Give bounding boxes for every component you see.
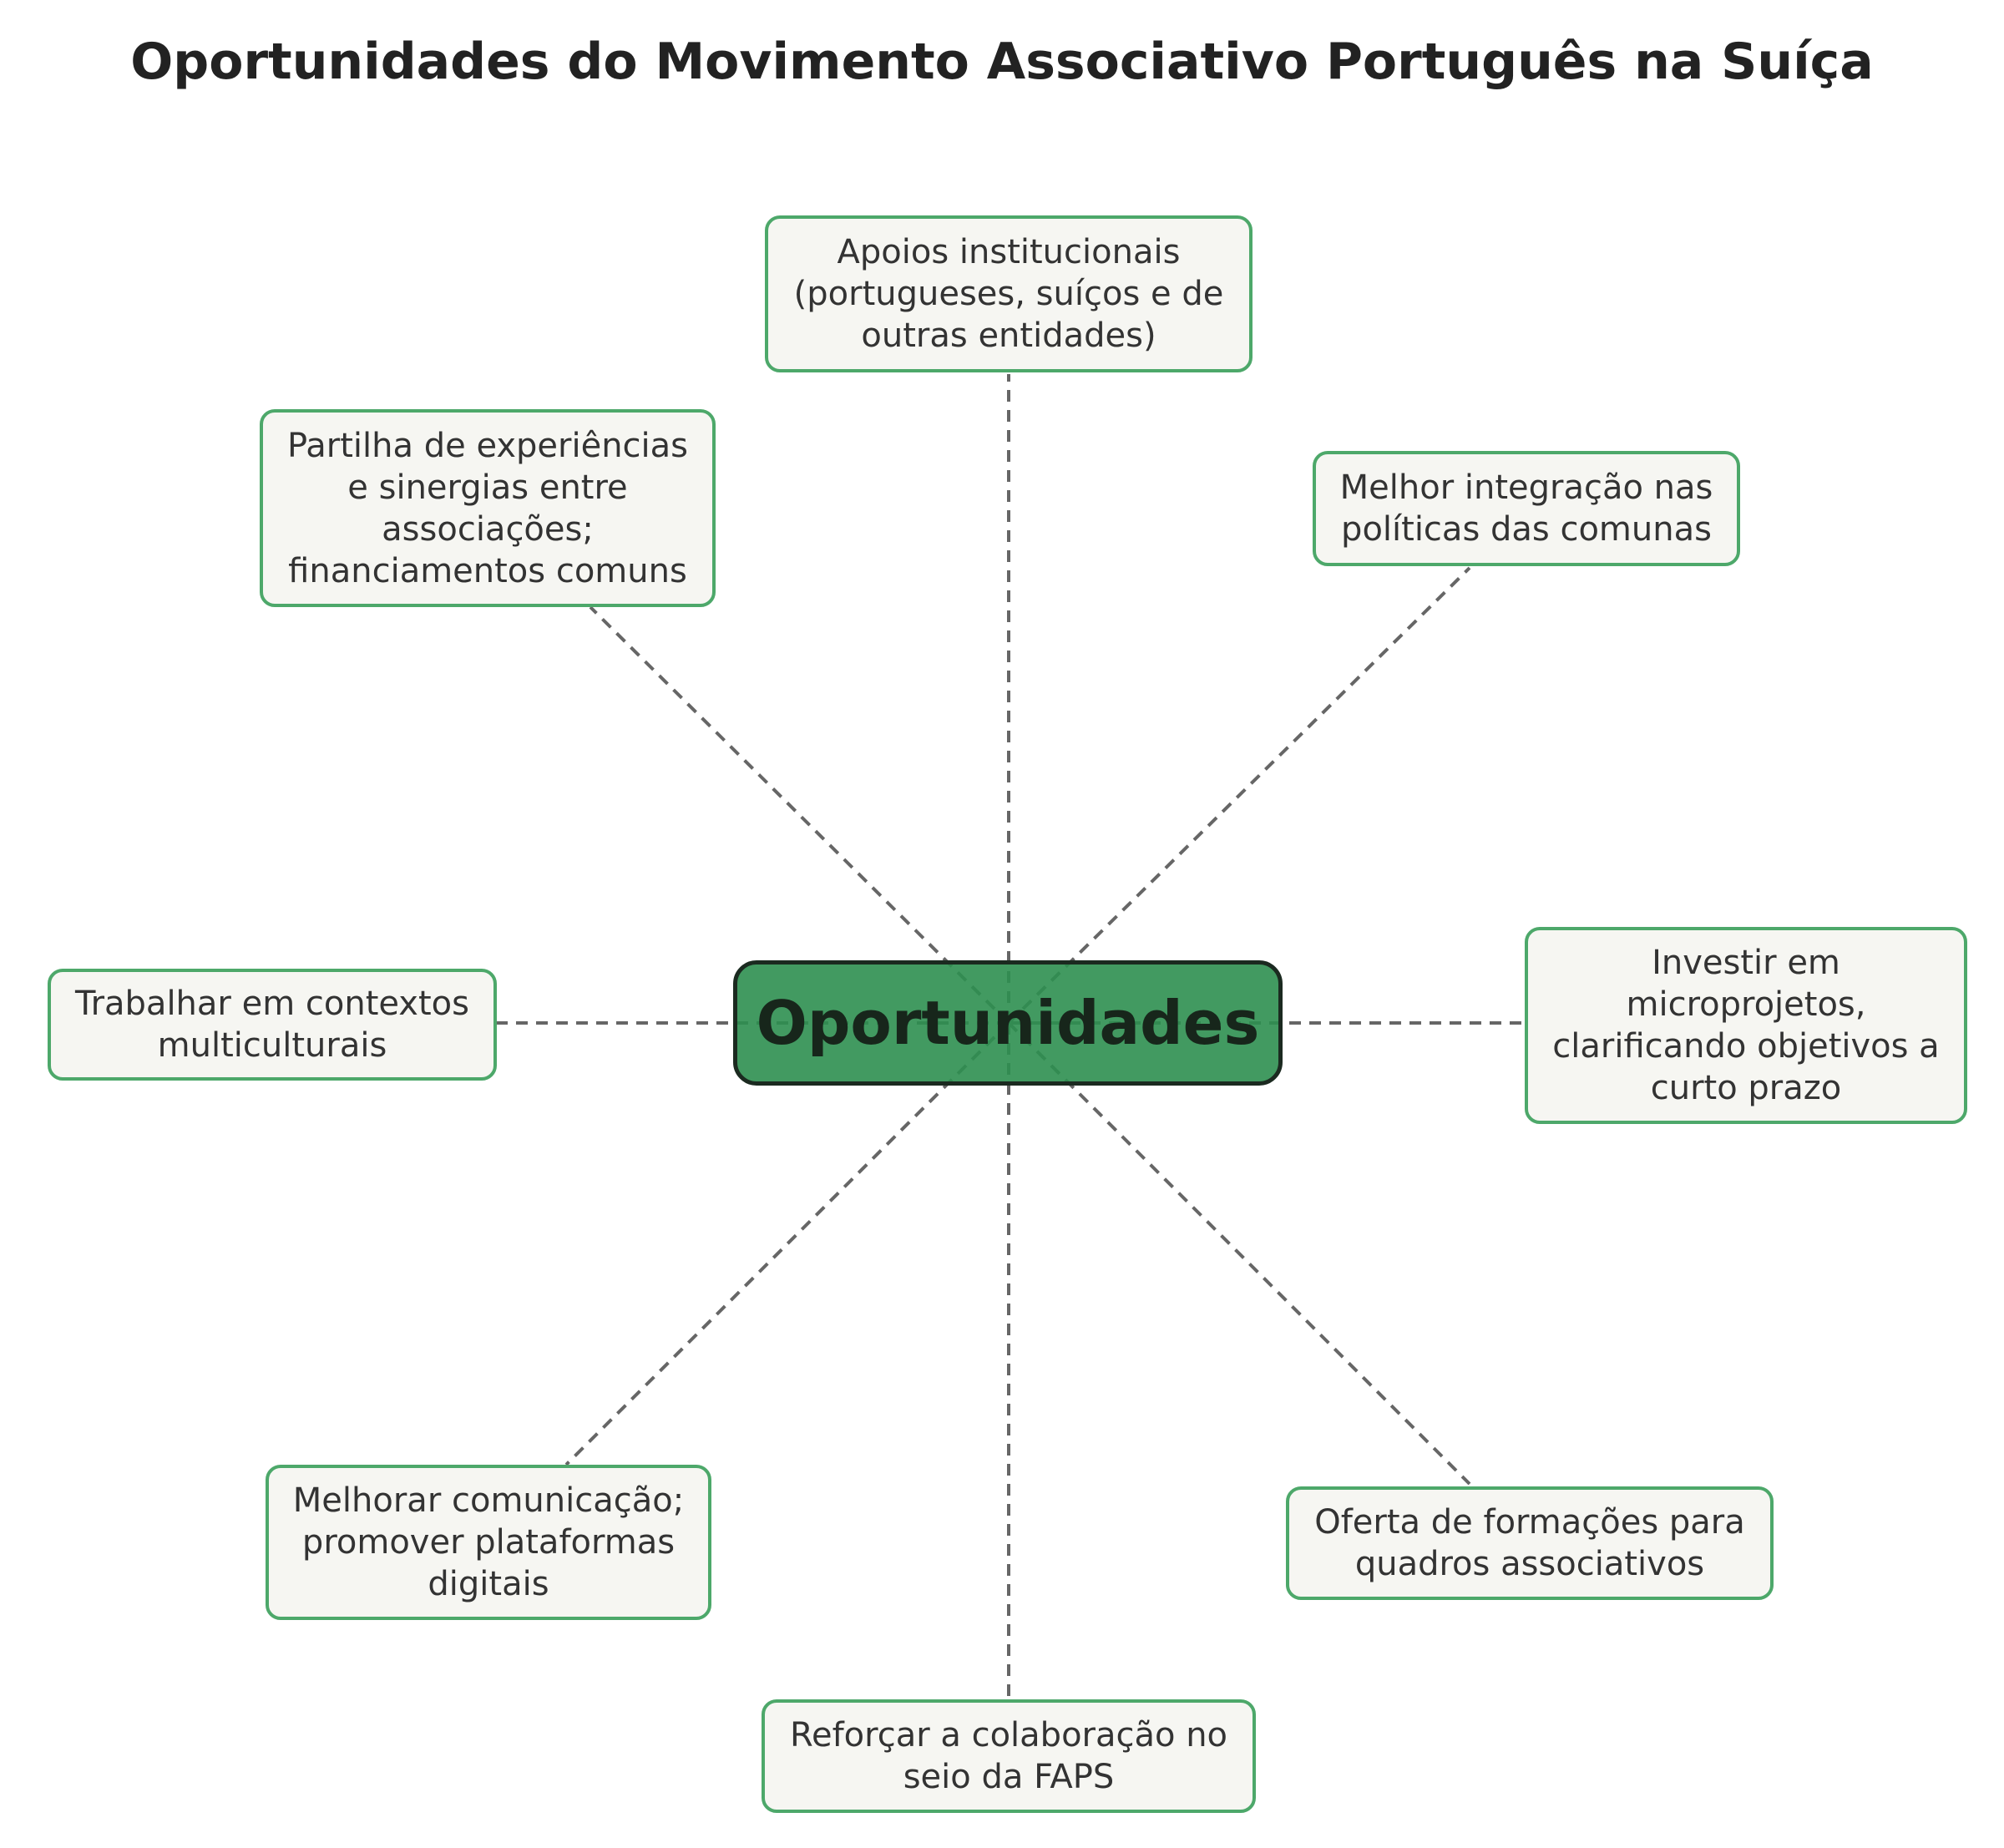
center-node-oportunidades: Oportunidades (733, 960, 1283, 1086)
page-title: Oportunidades do Movimento Associativo P… (130, 33, 1874, 91)
node-partilha-experiencias: Partilha de experiências e sinergias ent… (260, 409, 716, 607)
node-melhor-integracao: Melhor integração nas políticas das comu… (1313, 451, 1740, 566)
connector-top-left (589, 605, 1010, 1025)
node-trabalhar-multiculturais: Trabalhar em contextos multiculturais (48, 969, 497, 1081)
connector-top-right (1007, 566, 1471, 1025)
node-melhorar-comunicacao: Melhorar comunicação; promover plataform… (266, 1465, 711, 1620)
node-oferta-formacoes: Oferta de formações para quadros associa… (1286, 1486, 1774, 1600)
node-reforcar-colaboracao: Reforçar a colaboração no seio da FAPS (762, 1699, 1256, 1813)
node-apoios-institucionais: Apoios institucionais (portugueses, suíç… (765, 215, 1252, 372)
connector-bottom-left (564, 1021, 1010, 1466)
connector-bottom-right (1007, 1021, 1471, 1486)
node-investir-microprojetos: Investir em microprojetos, clarificando … (1525, 927, 1967, 1124)
